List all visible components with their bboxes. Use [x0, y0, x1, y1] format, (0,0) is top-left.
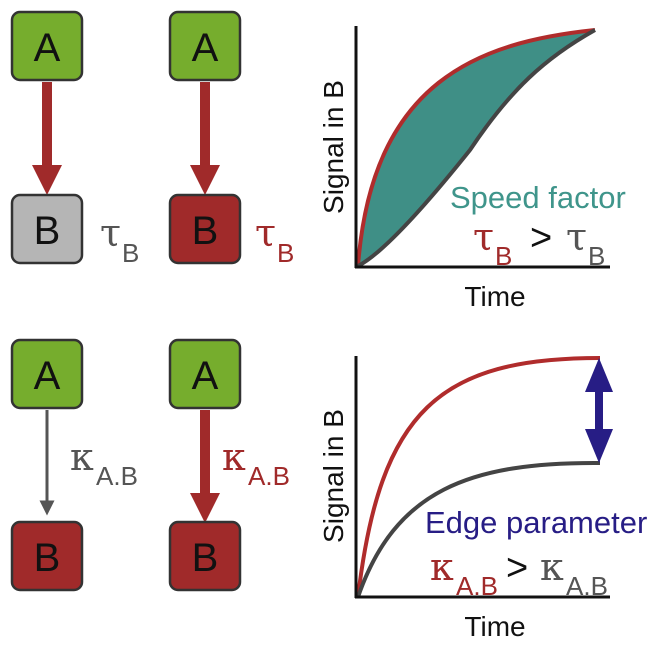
- x-axis-label: Time: [464, 611, 525, 642]
- network-top-left: A B τ B: [10, 10, 139, 268]
- speed-difference-area: [358, 30, 595, 266]
- y-axis-label: Signal in B: [318, 80, 349, 214]
- curve-high: [356, 356, 601, 598]
- node-b-label: B: [34, 209, 61, 253]
- node-b-label: B: [34, 536, 61, 580]
- node-b-red: [168, 193, 242, 265]
- tau-symbol-gray: τ: [566, 215, 587, 259]
- y-axis-label: Signal in B: [318, 409, 349, 543]
- kappa-symbol-gray: κ: [540, 545, 564, 589]
- node-a: [168, 10, 242, 82]
- kappa-subscript-red: A.B: [456, 571, 498, 601]
- kappa-symbol: κ: [222, 435, 246, 479]
- tau-symbol-red: τ: [473, 215, 494, 259]
- double-arrow-head-up: [585, 358, 613, 392]
- greater-than: >: [506, 547, 528, 589]
- node-a: [10, 338, 84, 410]
- node-a-label: A: [34, 26, 61, 70]
- node-b-red: [10, 520, 84, 592]
- double-arrow-head-down: [585, 429, 613, 463]
- tau-subscript-gray: B: [588, 241, 605, 271]
- node-a: [10, 10, 84, 82]
- network-top-middle: A B τ B: [168, 10, 294, 268]
- node-a-label: A: [34, 354, 61, 398]
- tau-symbol: τ: [255, 211, 276, 255]
- plot-edge-parameter: Signal in B Time Edge parameter κ A.B > …: [318, 356, 647, 642]
- curve-slow: [357, 28, 596, 268]
- kappa-symbol-red: κ: [430, 545, 454, 589]
- node-a: [168, 338, 242, 410]
- curve-low: [356, 460, 601, 598]
- kappa-symbol: κ: [70, 435, 94, 479]
- node-b-red: [168, 520, 242, 592]
- node-b-label: B: [192, 536, 219, 580]
- node-b-label: B: [192, 209, 219, 253]
- node-a-label: A: [192, 26, 219, 70]
- plot-speed-factor: Signal in B Time Speed factor τ B > τ B: [318, 26, 626, 312]
- network-bottom-left: A B κ A.B: [10, 338, 138, 592]
- speed-factor-caption: Speed factor: [450, 180, 626, 215]
- tau-subscript: B: [277, 238, 294, 268]
- curve-fast: [356, 28, 596, 267]
- tau-subscript: B: [122, 238, 139, 268]
- x-axis-label: Time: [464, 281, 525, 312]
- kappa-subscript: A.B: [96, 461, 138, 491]
- node-b-gray: [10, 193, 84, 265]
- tau-subscript-red: B: [495, 241, 512, 271]
- greater-than: >: [530, 217, 552, 259]
- edge-parameter-caption: Edge parameter: [425, 505, 647, 540]
- network-bottom-middle: A B κ A.B: [168, 338, 290, 592]
- kappa-subscript-gray: A.B: [566, 571, 608, 601]
- kappa-subscript: A.B: [248, 461, 290, 491]
- node-a-label: A: [192, 354, 219, 398]
- tau-symbol: τ: [100, 211, 121, 255]
